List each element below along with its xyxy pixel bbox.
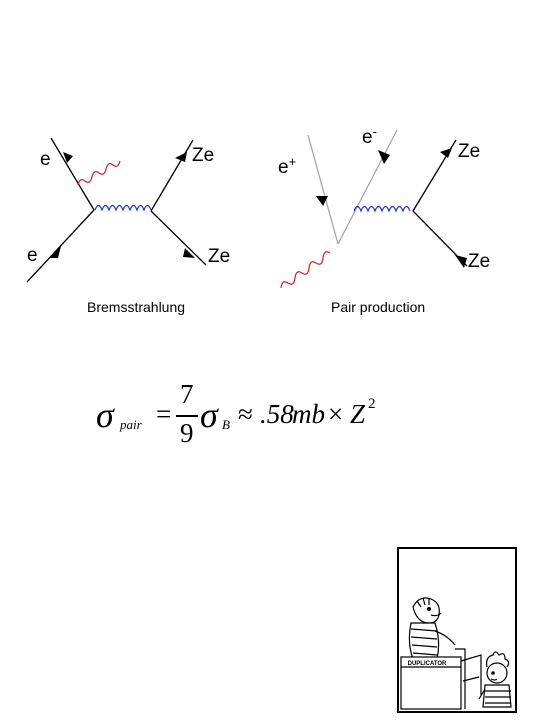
electron-arrow [378,150,390,164]
duplicator-box [400,648,482,710]
emitted-photon [77,160,121,186]
nucleus-in-line [150,210,207,266]
electron-out-line [50,137,95,211]
label-electron-in: e [27,245,38,266]
value-unit: mb [292,399,325,429]
electron-line [337,129,398,245]
electron-out-arrow [63,152,73,163]
comic-panel: DUPLICATOR [397,547,517,713]
nucleus-out-line [150,139,194,212]
label-electron-minus-letter: e [362,127,373,148]
label-electron-out: e [40,149,51,170]
boy-figure [478,651,512,708]
label-nucleus-out: Ze [192,145,215,166]
feynman-diagrams [26,129,468,289]
electron-in-arrow [49,246,61,258]
label-positron: e+ [278,155,296,178]
label-nucleus-in: Ze [208,246,231,267]
nucleus-in-arrow [455,255,467,268]
exchange-photon [94,204,152,212]
comic-drawing [400,597,512,710]
nucleus-out-arrow [440,148,452,158]
subscript-pair: pair [120,417,142,432]
positron-line [307,134,339,245]
label-nucleus-in: Ze [468,251,491,272]
sigma-pair: σ [96,395,114,435]
incoming-photon [280,251,331,289]
nucleus-out-arrow [175,152,187,162]
label-electron-minus: e- [362,125,377,148]
label-electron-minus-sign: - [372,124,377,139]
equals-sign: = [156,399,172,429]
label-positron-sign: + [288,154,297,169]
label-nucleus-out: Ze [458,141,481,162]
times-sign: × [328,399,344,429]
exchange-photon [353,205,411,213]
approx-sign: ≈ [238,399,253,429]
fraction-numerator: 7 [180,379,194,409]
sigma-b: σ [200,395,218,435]
fraction-bar [176,415,198,417]
electron-in-line [26,209,95,283]
caption-bremsstrahlung: Bremsstrahlung [87,299,186,315]
nucleus-in-arrow [183,248,195,258]
z-symbol: Z [350,399,366,429]
subscript-b: B [222,417,230,432]
positron-arrow [316,196,328,206]
duplicator-sign: DUPLICATOR [407,661,447,667]
fraction-denominator: 9 [180,418,194,448]
bremsstrahlung-diagram [26,137,207,283]
pair-production-diagram [280,129,468,289]
caption-pair-production: Pair production [331,299,426,315]
exponent-two: 2 [368,396,376,412]
value-number: .58 [260,399,294,429]
label-positron-letter: e [278,157,289,178]
cross-section-formula: σ pair = 7 9 σ B ≈ .58 mb × Z 2 [96,377,396,457]
